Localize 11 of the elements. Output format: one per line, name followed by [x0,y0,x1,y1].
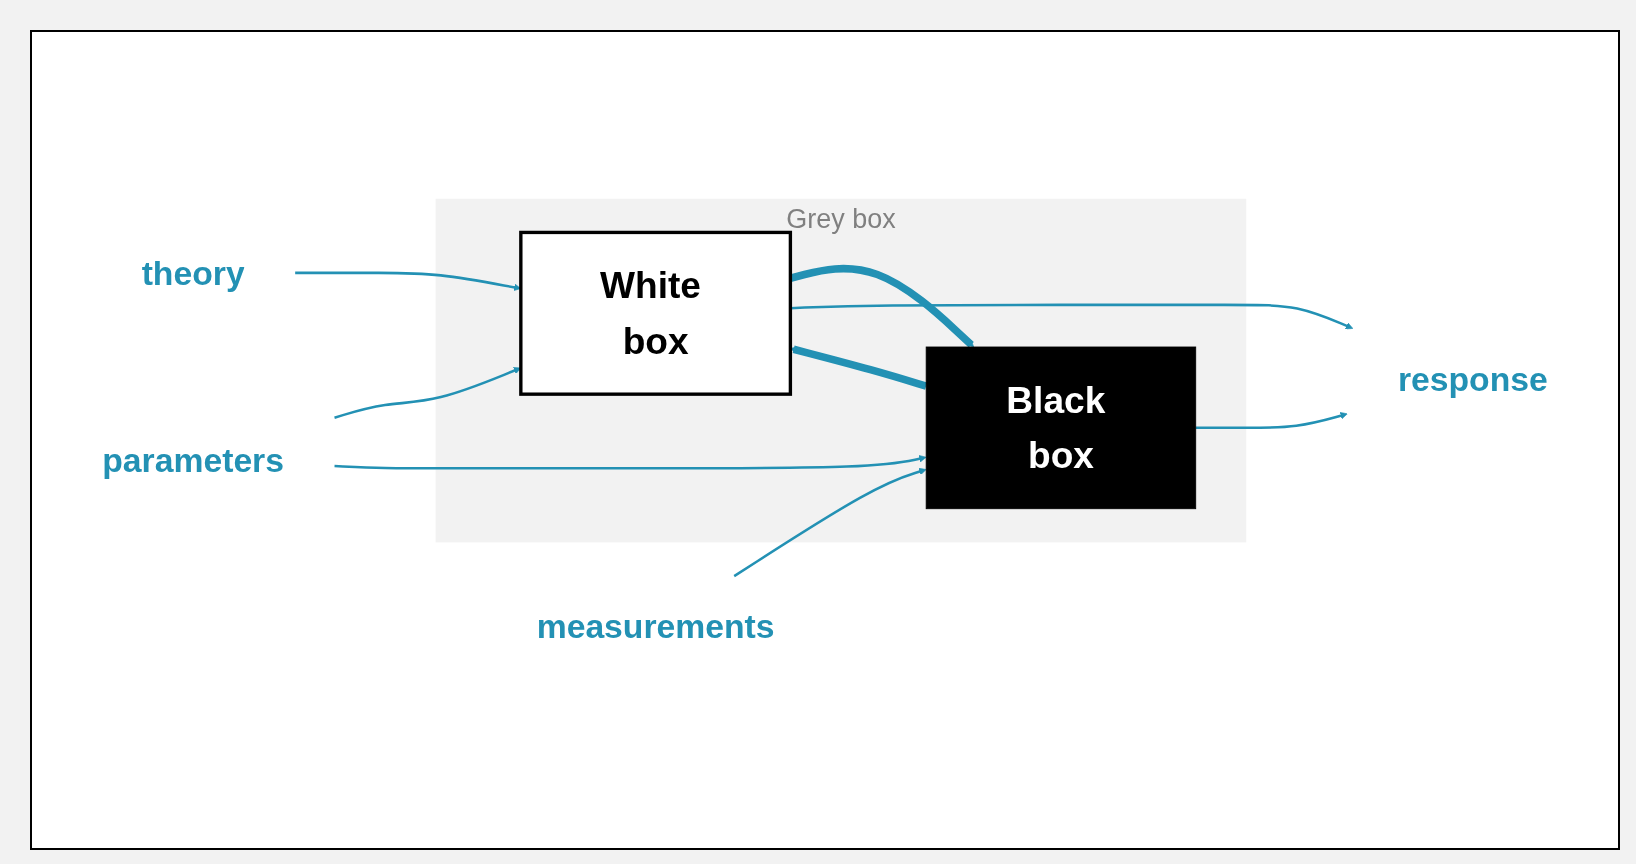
node-box: Black box [925,346,1197,510]
arrow [1195,412,1348,430]
arrow [733,468,927,578]
node-text: parameters [102,441,284,479]
arrow [789,264,975,348]
node-box: White box [519,230,793,396]
node-text: measurements [536,608,775,646]
arrow [334,455,927,470]
arrow [790,345,928,390]
node-text: response [1397,360,1548,398]
node-text: theory [141,254,245,292]
